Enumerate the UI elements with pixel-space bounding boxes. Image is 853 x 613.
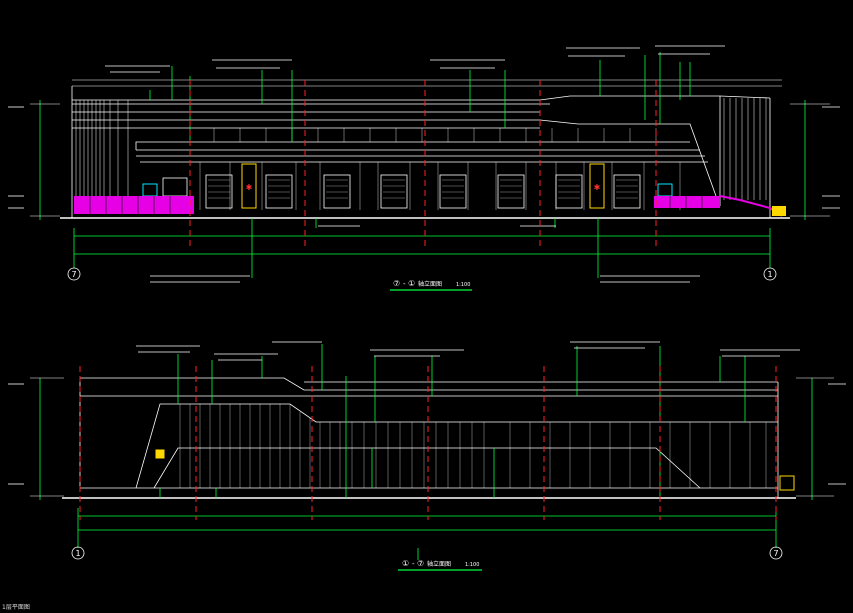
- svg-text:-: -: [403, 280, 406, 288]
- elev2-doors: [155, 449, 795, 491]
- svg-text:1: 1: [767, 270, 772, 279]
- elev2-leader-lines: [39, 344, 813, 560]
- elev1-right-cladding: [723, 98, 767, 200]
- svg-text:⑦: ⑦: [417, 559, 424, 568]
- elev2-cladding: [179, 404, 767, 488]
- elev2-annotations: [8, 341, 846, 485]
- elev2-level-markers: [30, 377, 834, 497]
- elev1-ramps: [74, 195, 786, 217]
- elevation-1: ✱ ✱: [8, 45, 840, 291]
- svg-text:⑦: ⑦: [393, 279, 400, 288]
- elev2-axis-bubble-left: 1: [71, 546, 85, 560]
- svg-text:1:100: 1:100: [456, 282, 470, 288]
- svg-text:①: ①: [402, 559, 409, 568]
- elev1-top-dimension-lines: [72, 79, 782, 87]
- svg-text:轴立面图: 轴立面图: [427, 560, 451, 568]
- elev1-axis-bubble-left: 7: [67, 267, 81, 281]
- elev1-title: ⑦ - ① 轴立面图 1:100: [390, 279, 472, 291]
- elev2-grid-axes: [79, 366, 777, 520]
- svg-text:7: 7: [71, 270, 76, 279]
- svg-text:1: 1: [75, 549, 80, 558]
- elev1-grid-axes: [189, 80, 657, 250]
- elev1-roof-outline: [71, 86, 771, 218]
- elevation-2: 1 7 ① - ⑦ 轴立面图 1:100: [8, 341, 846, 571]
- elev1-door-slats: [208, 179, 638, 199]
- svg-text:7: 7: [773, 549, 778, 558]
- elev2-outline: [79, 377, 779, 498]
- elev1-entrance-doors: ✱ ✱: [241, 163, 605, 209]
- svg-text:-: -: [412, 560, 415, 568]
- corner-label: 1层平面图: [2, 604, 30, 611]
- elev1-wall-panels: [199, 128, 681, 210]
- elev1-axis-bubble-right: 1: [763, 267, 777, 281]
- elev1-rolling-doors: [162, 174, 641, 209]
- elev2-title: ① - ⑦ 轴立面图 1:100: [398, 559, 482, 571]
- svg-text:✱: ✱: [246, 183, 253, 192]
- elev1-left-cladding: [75, 100, 129, 200]
- svg-text:①: ①: [408, 279, 415, 288]
- elev1-windows: [142, 183, 673, 197]
- svg-text:✱: ✱: [594, 183, 601, 192]
- svg-text:轴立面图: 轴立面图: [418, 280, 442, 288]
- elev1-level-markers: [30, 103, 830, 217]
- svg-text:1:100: 1:100: [465, 562, 479, 568]
- elev1-annotations: [8, 45, 840, 283]
- elev2-axis-bubble-right: 7: [769, 546, 783, 560]
